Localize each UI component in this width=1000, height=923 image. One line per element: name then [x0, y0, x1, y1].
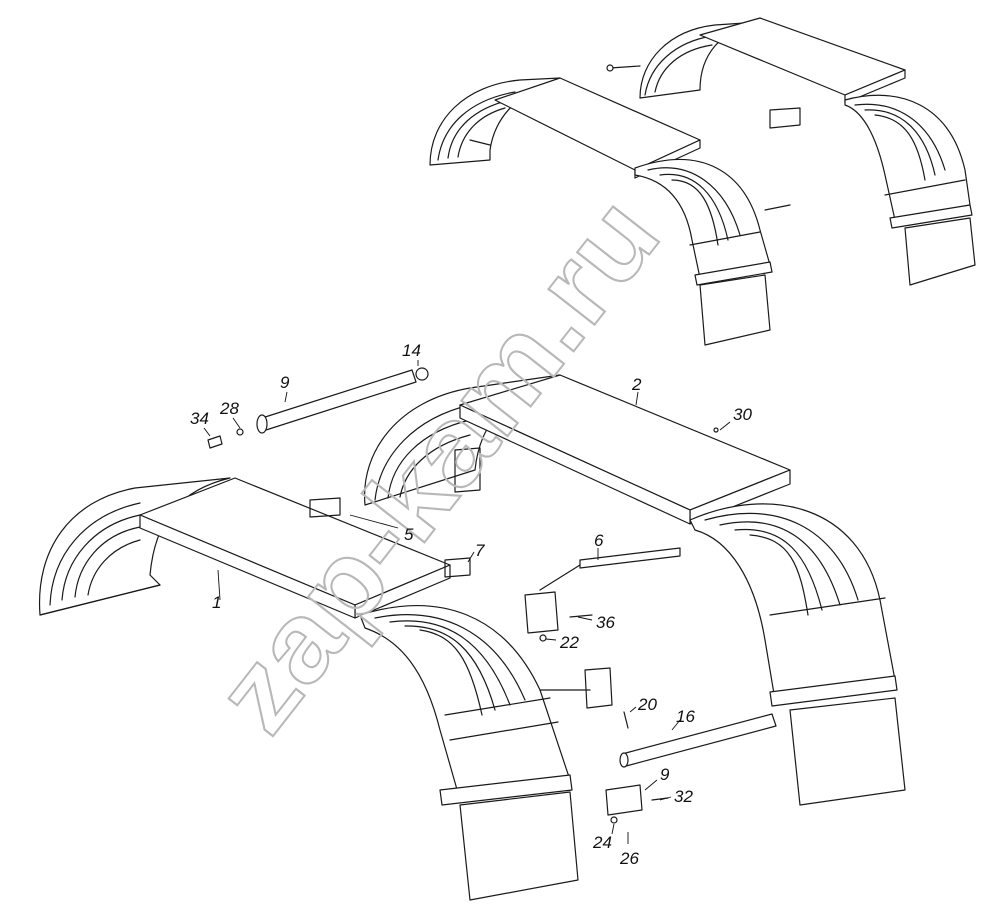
callout-9-upper: 9 [280, 373, 290, 392]
callout-26: 26 [619, 849, 639, 868]
callout-24: 24 [592, 833, 612, 852]
callout-32: 32 [674, 787, 693, 806]
callout-labels: 1 2 5 6 7 9 9 14 16 20 22 24 26 28 30 32… [190, 341, 752, 868]
callout-5: 5 [404, 525, 414, 544]
callout-6: 6 [594, 531, 604, 550]
front-fender-assembly [38, 367, 906, 901]
callout-9-lower: 9 [660, 765, 670, 784]
callout-34: 34 [190, 409, 209, 428]
callout-2: 2 [631, 375, 642, 394]
callout-36: 36 [596, 613, 615, 632]
callout-7: 7 [475, 541, 485, 560]
callout-1: 1 [212, 593, 221, 612]
callout-22: 22 [559, 633, 579, 652]
callout-20: 20 [637, 695, 657, 714]
callout-16: 16 [676, 707, 695, 726]
callout-14: 14 [402, 341, 421, 360]
rear-fender-assembly-background [429, 17, 976, 346]
callout-leaders [203, 360, 731, 844]
callout-30: 30 [733, 405, 752, 424]
callout-28: 28 [219, 399, 239, 418]
